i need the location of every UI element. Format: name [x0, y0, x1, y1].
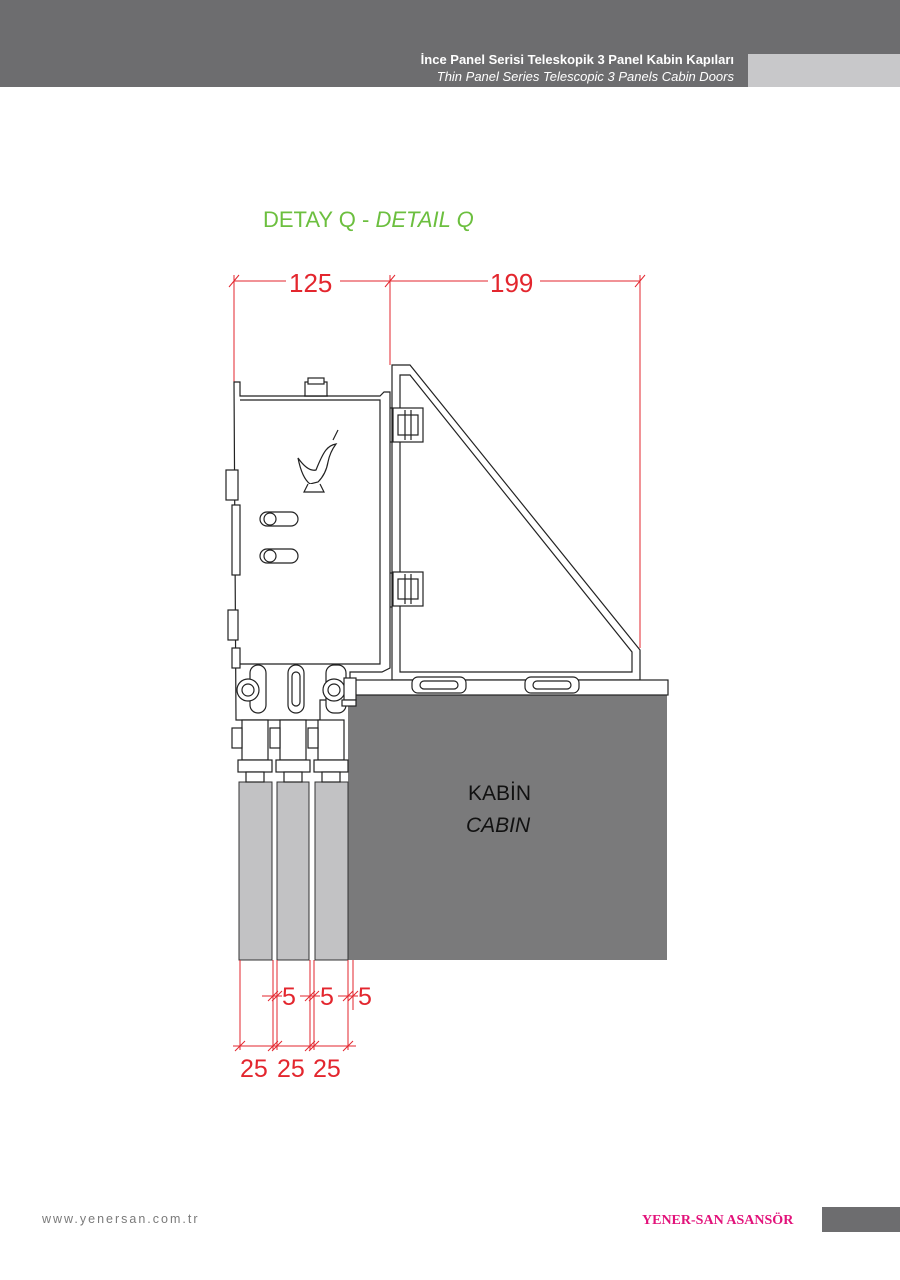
- cabin-notch: [348, 695, 360, 960]
- dim-panel-1: 25: [240, 1055, 268, 1083]
- top-dimensions: [228, 274, 646, 648]
- header-accent-block: [748, 54, 900, 87]
- dim-gap-2: 5: [320, 983, 334, 1011]
- footer-brand-logo: YENER-SAN ASANSÖR: [642, 1213, 794, 1228]
- door-panel-2: [276, 781, 310, 961]
- cabin-label-tr: KABİN: [468, 782, 531, 805]
- door-panel-1: [238, 781, 273, 961]
- door-panels: [238, 781, 349, 961]
- footer-band: [822, 1207, 900, 1232]
- dim-gap-3: 5: [358, 983, 372, 1011]
- detail-title-en: DETAIL Q: [375, 207, 474, 232]
- door-panel-3: [314, 781, 349, 961]
- dim-199: 199: [490, 268, 533, 298]
- rails: [347, 676, 669, 696]
- bird-logo-icon: [297, 429, 339, 493]
- cabin-label-en: CABIN: [466, 814, 531, 837]
- detail-title-tr: DETAY Q -: [263, 207, 370, 232]
- cabin-block: [354, 695, 667, 960]
- bottom-dimensions: [233, 960, 359, 1052]
- dim-panel-3: 25: [313, 1055, 341, 1083]
- mounting-bracket: [379, 364, 641, 681]
- dim-panel-2: 25: [277, 1055, 305, 1083]
- dim-125: 125: [289, 268, 332, 298]
- footer-url[interactable]: www.yenersan.com.tr: [42, 1212, 200, 1226]
- header-title-en: Thin Panel Series Telescopic 3 Panels Ca…: [436, 69, 734, 84]
- header-title-tr: İnce Panel Serisi Teleskopik 3 Panel Kab…: [420, 52, 734, 67]
- operator-box: [225, 377, 391, 783]
- detail-title: DETAY Q - DETAIL Q: [263, 207, 474, 233]
- dim-gap-1: 5: [282, 983, 296, 1011]
